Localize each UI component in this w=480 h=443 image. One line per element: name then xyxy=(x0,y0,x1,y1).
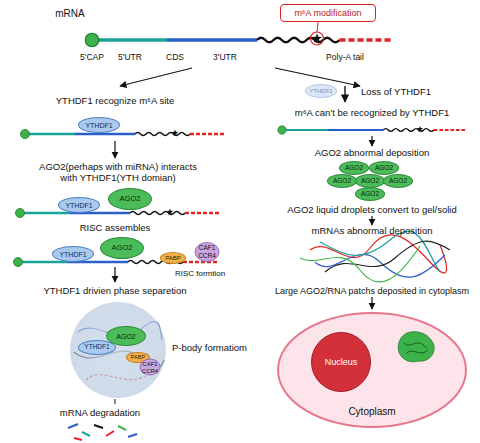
leader-line xyxy=(317,22,318,32)
rna-fragment xyxy=(128,434,137,437)
annotation-text: 5'CAP xyxy=(80,53,104,63)
flow-arrow xyxy=(371,297,372,309)
flow-arrow xyxy=(114,141,115,158)
ago2-blob: AGO2 xyxy=(327,174,357,188)
annotation-text: 3'UTR xyxy=(213,53,237,63)
node-text: m⁶A modification xyxy=(294,9,361,18)
annotation-text: Poly-A tail xyxy=(326,53,364,63)
nucleus-circle: Nucleus xyxy=(311,332,371,392)
ythdf1-blob: YTHDF1 xyxy=(58,197,100,213)
flow-arrow xyxy=(114,267,115,282)
rna-strand xyxy=(310,235,447,273)
annotation-text: AGO2 liquid droplets convert to gel/soli… xyxy=(287,205,457,216)
ago2-blob: AGO2 xyxy=(355,174,385,188)
m6a-highlight xyxy=(311,32,324,45)
flow-arrow xyxy=(120,68,192,86)
rna-fragment xyxy=(74,438,82,440)
annotation-text: mRNAs abnormal deposition xyxy=(312,226,433,237)
node-text: PABP xyxy=(165,255,181,261)
node-text: AGO2 xyxy=(375,165,393,172)
annotation-text: CAF1 xyxy=(142,360,157,367)
ago2-blob: AGO2 xyxy=(369,161,399,175)
pabp-blob: PABP xyxy=(160,252,186,264)
node-text: YTHDF1 xyxy=(309,88,332,94)
ago2-blob: AGO2 xyxy=(355,187,385,201)
ago2-blob: AGO2 xyxy=(106,326,146,346)
ago2-blob: AGO2 xyxy=(108,188,152,210)
node-text: YTHDF1 xyxy=(85,122,112,129)
flow-tick xyxy=(115,399,116,404)
annotation-text: RISC formtion xyxy=(175,269,225,278)
node-text: YTHDF1 xyxy=(84,344,109,351)
cell-outline: Cytoplasm Nucleus xyxy=(277,312,467,428)
mrna-strand xyxy=(21,130,226,139)
node-text: YTHDF1 xyxy=(65,202,92,209)
mrna-strand xyxy=(14,258,219,267)
annotation-text: mRNA degradation xyxy=(60,408,140,419)
tangled-rna xyxy=(300,231,450,282)
mrna-strand xyxy=(16,209,221,218)
node-text: Cytoplasm xyxy=(279,407,465,417)
ago2-blob: AGO2 xyxy=(100,237,144,259)
deadenylase-complex xyxy=(195,243,219,262)
rna-fragment xyxy=(94,425,103,428)
node-text: PABP xyxy=(131,355,145,361)
rna-strand xyxy=(325,241,450,272)
node-text: AGO2 xyxy=(361,191,379,198)
ythdf1-blob: YTHDF1 xyxy=(78,117,120,133)
node-text: AGO2 xyxy=(389,178,407,185)
annotation-text: CCR4 xyxy=(142,367,158,374)
flow-arrow xyxy=(371,216,372,225)
node-text: AGO2 xyxy=(112,244,133,252)
flow-arrow xyxy=(371,136,372,146)
annotation-text: Large AGO2/RNA patchs deposited in cytop… xyxy=(275,286,469,296)
modification-box: m⁶A modification xyxy=(280,4,376,22)
node-text: AGO2 xyxy=(333,178,351,185)
node-text: P-body formatiom xyxy=(172,343,247,353)
annotation-text: mRNA xyxy=(55,8,84,20)
node-text: YTHDF1 xyxy=(59,251,86,258)
rna-fragment xyxy=(118,426,126,430)
ythdf1-blob: YTHDF1 xyxy=(52,246,94,262)
ago2-blob: AGO2 xyxy=(339,161,369,175)
ago2-blob: AGO2 xyxy=(383,174,413,188)
node-text: Nucleus xyxy=(325,358,358,367)
annotation-text: CAF1 xyxy=(199,244,216,251)
annotation-text: Loss of YTHDF1 xyxy=(361,87,431,98)
rna-fragments xyxy=(68,424,137,440)
annotation-text: AGO2 abnormal deposition xyxy=(315,148,430,159)
annotation-text: YTHDF1 recognize m⁶A site xyxy=(56,96,174,107)
annotation-text: m⁶A can't be recognized by YTHDF1 xyxy=(295,108,449,119)
rna-strand xyxy=(300,246,420,282)
annotation-text: 5'UTR xyxy=(118,53,142,63)
rna-fragment xyxy=(106,431,114,436)
node-text: AGO2 xyxy=(120,195,141,203)
annotation-text: CDS xyxy=(166,53,184,63)
rna-fragment xyxy=(68,424,78,428)
ythdf1-blob: YTHDF1 xyxy=(305,84,337,98)
decrease-arrow xyxy=(344,86,345,102)
annotation-text: RISC assembles xyxy=(80,223,151,234)
annotation-text: YTHDF1 drivien phase separetion xyxy=(43,286,186,297)
rna-fragment xyxy=(82,432,90,436)
p-body-circle: P-body formatiomYTHDF1AGO2PABP xyxy=(70,302,166,398)
annotation-text: AGO2(perhaps with miRNA) interacts with … xyxy=(32,162,204,184)
mrna-strand xyxy=(278,126,466,134)
annotation-text: CCR4 xyxy=(198,252,216,259)
node-text: AGO2 xyxy=(116,333,135,340)
node-text: AGO2 xyxy=(361,178,379,185)
mrna-strand xyxy=(85,33,392,47)
node-text: AGO2 xyxy=(345,165,363,172)
